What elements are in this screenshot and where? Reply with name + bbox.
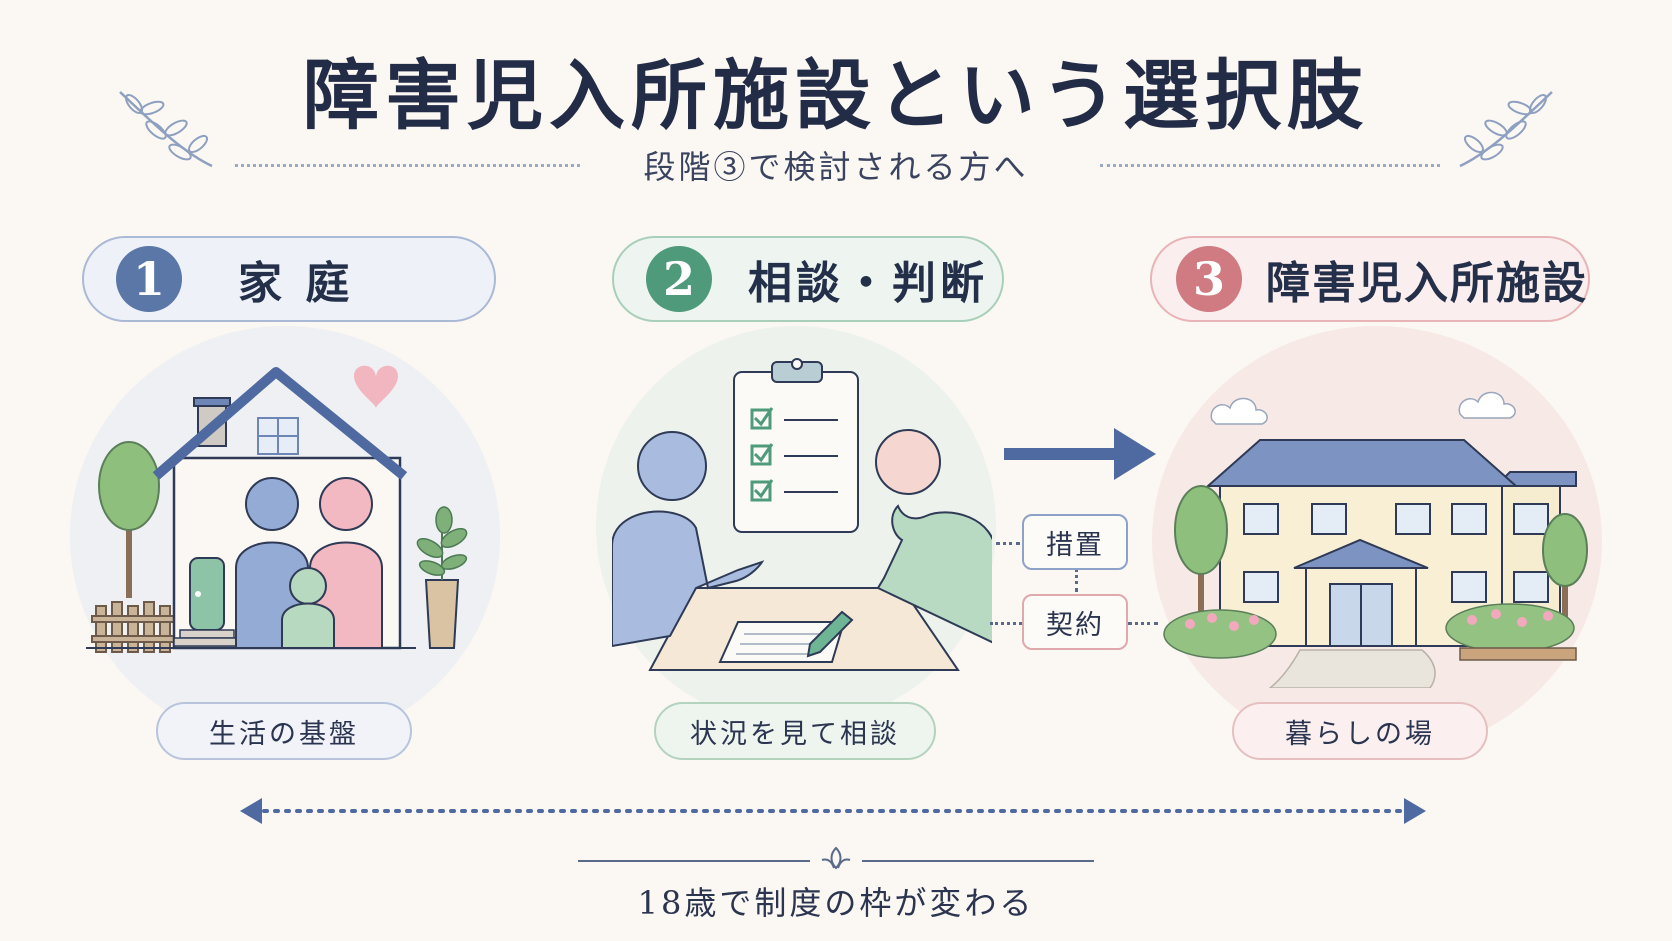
tree-icon <box>98 441 160 598</box>
tag-connector <box>996 542 1020 545</box>
facility-building-icon <box>1163 391 1588 688</box>
step-1-caption: 生活の基盤 <box>156 702 412 760</box>
leaf-ornament-icon <box>821 846 851 870</box>
flower-bush-icon <box>1445 603 1575 653</box>
arrow-right-icon <box>1004 428 1156 480</box>
subtitle: 段階③で検討される方へ <box>643 148 1029 186</box>
footer-rule-right <box>862 860 1094 862</box>
page-title: 障害児入所施設という選択肢 <box>303 51 1369 140</box>
step-2-caption: 状況を見て相談 <box>654 702 936 760</box>
tag-connector <box>1075 568 1078 592</box>
footer-rule-left <box>578 860 810 862</box>
tag-connector <box>990 622 1022 625</box>
tag-connector <box>1128 622 1158 625</box>
heart-icon <box>354 365 398 408</box>
step-2-header: 2 相談・判断 <box>612 236 1004 322</box>
leaf-sprig-icon <box>1459 91 1553 168</box>
subtitle-rule-right <box>1100 164 1440 167</box>
subtitle-rule-left <box>235 164 580 167</box>
step-1-label: 家 庭 <box>238 258 354 309</box>
step-3-label: 障害児入所施設 <box>1266 258 1588 309</box>
family-icon <box>235 477 383 649</box>
step-1-number: 1 <box>116 246 182 312</box>
tag-contract: 契約 <box>1022 594 1128 650</box>
flower-bush-icon <box>1163 609 1277 659</box>
double-arrow-icon <box>240 798 1426 824</box>
tag-measure: 措置 <box>1022 514 1128 570</box>
step-2-label: 相談・判断 <box>748 258 988 309</box>
clipboard-icon <box>733 358 859 533</box>
cloud-icon <box>1210 397 1268 425</box>
step-1-header: 1 家 庭 <box>82 236 496 322</box>
step-2-number: 2 <box>646 246 712 312</box>
step-3-header: 3 障害児入所施設 <box>1150 236 1590 322</box>
footer-note: 18歳で制度の枠が変わる <box>637 884 1035 922</box>
step-3-caption: 暮らしの場 <box>1232 702 1488 760</box>
house-icon <box>86 365 468 653</box>
tree-icon <box>1174 485 1228 628</box>
leaf-sprig-icon <box>119 91 213 168</box>
tree-icon <box>1542 513 1588 628</box>
step-3-number: 3 <box>1176 246 1242 312</box>
consultation-icon <box>612 358 992 671</box>
cloud-icon <box>1458 391 1516 419</box>
